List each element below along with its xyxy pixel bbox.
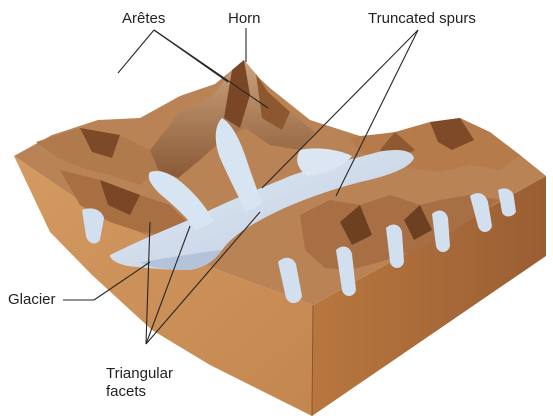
glacier-label: Glacier xyxy=(8,291,56,308)
aretes-leader-1 xyxy=(118,30,154,73)
aretes-label: Arêtes xyxy=(122,10,165,27)
truncated-spurs-label: Truncated spurs xyxy=(368,10,476,27)
horn-label: Horn xyxy=(228,10,261,27)
triangular-facets-label-line1: Triangular xyxy=(106,365,173,382)
triangular-facets-label-line2: facets xyxy=(106,383,146,400)
